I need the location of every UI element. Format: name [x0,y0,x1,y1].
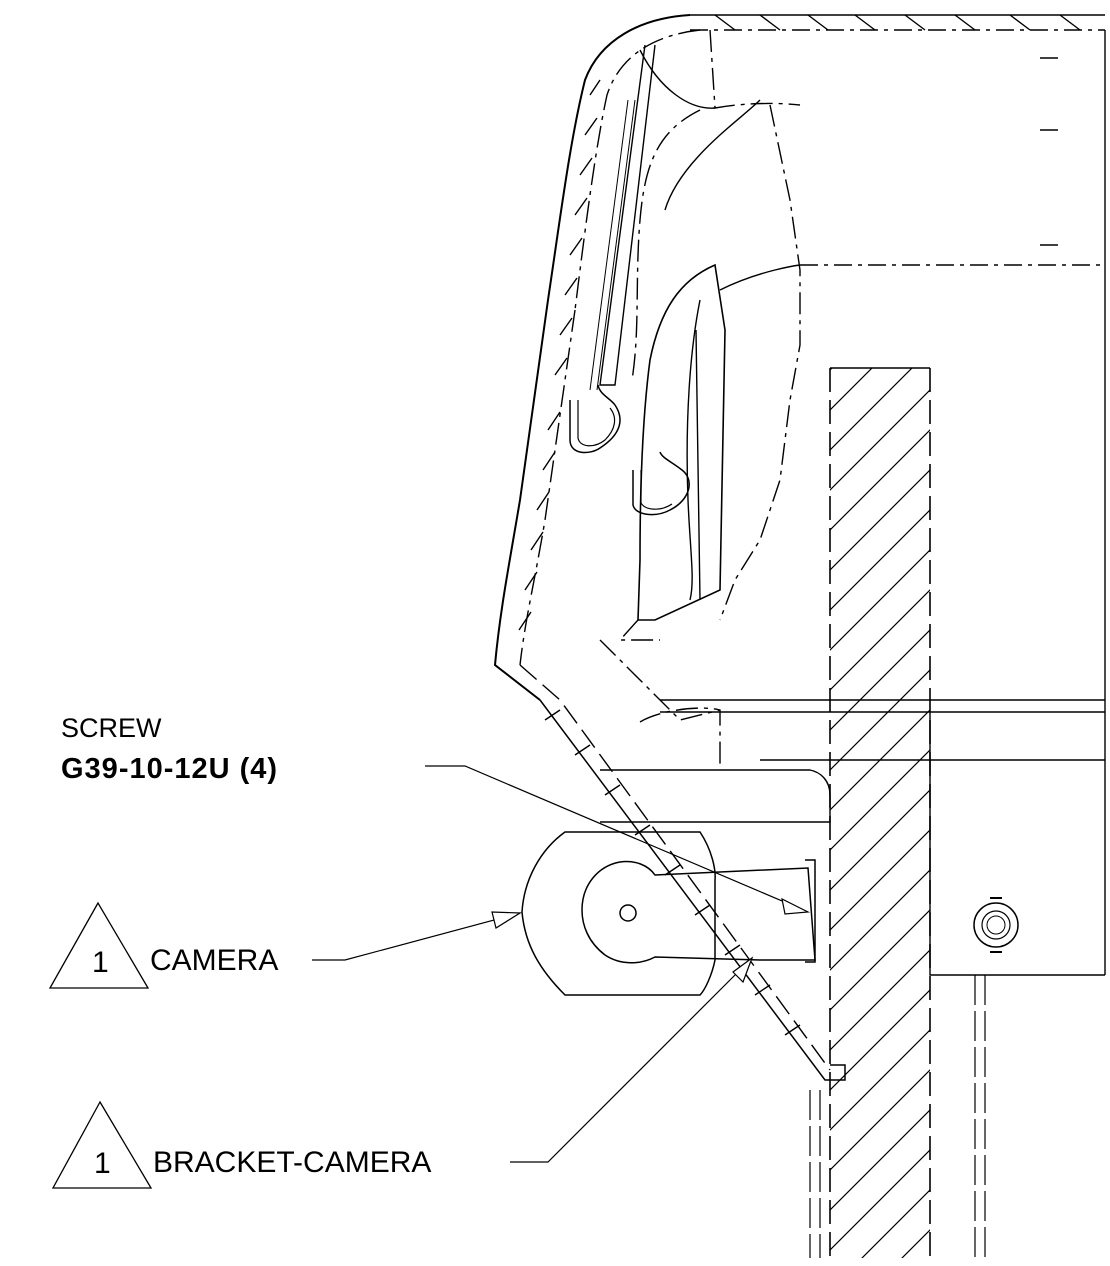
screw-label: SCREW G39-10-12U (4) [61,713,278,785]
revision-triangle-icon [48,901,150,989]
bracket-callout: 1 BRACKET-CAMERA [51,1100,431,1189]
screw-leader [425,765,809,913]
screw-arrowhead [781,897,811,915]
bracket-arrowhead [732,956,754,984]
housing-outline [493,14,1106,1081]
wall-section [809,367,986,1258]
bracket-callout-label: BRACKET-CAMERA [153,1146,431,1179]
camera-arrowhead [491,911,522,929]
bracket-leader [510,957,753,1163]
revision-triangle-icon [51,1100,153,1189]
camera-callout-label: CAMERA [150,944,278,977]
camera-leader [312,912,521,961]
leader-lines [312,765,811,1163]
camera-body [521,831,816,996]
camera-callout: 1 CAMERA [48,901,278,989]
camera-callout-number: 1 [92,946,109,979]
mount-bolt-icon [973,897,1019,953]
screw-title: SCREW [61,713,162,743]
screw-part-number: G39-10-12U (4) [61,753,278,785]
bracket-callout-number: 1 [94,1147,111,1180]
